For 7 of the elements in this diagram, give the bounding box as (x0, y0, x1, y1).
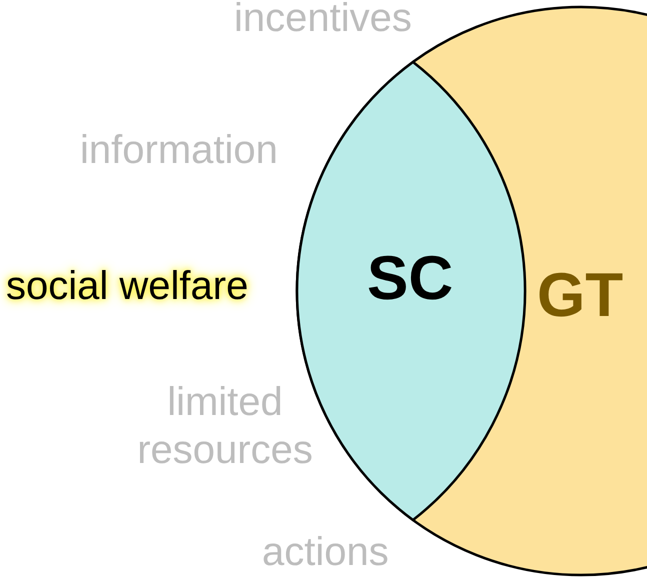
annotation-text: limited resources (136, 379, 314, 474)
annotation-text: incentives (234, 0, 412, 42)
annotation-text: actions (262, 529, 389, 576)
region-label: GT (537, 265, 624, 327)
region-label: SC (367, 248, 454, 310)
annotation-text: social welfare (6, 263, 248, 310)
annotation-text: information (80, 127, 278, 174)
